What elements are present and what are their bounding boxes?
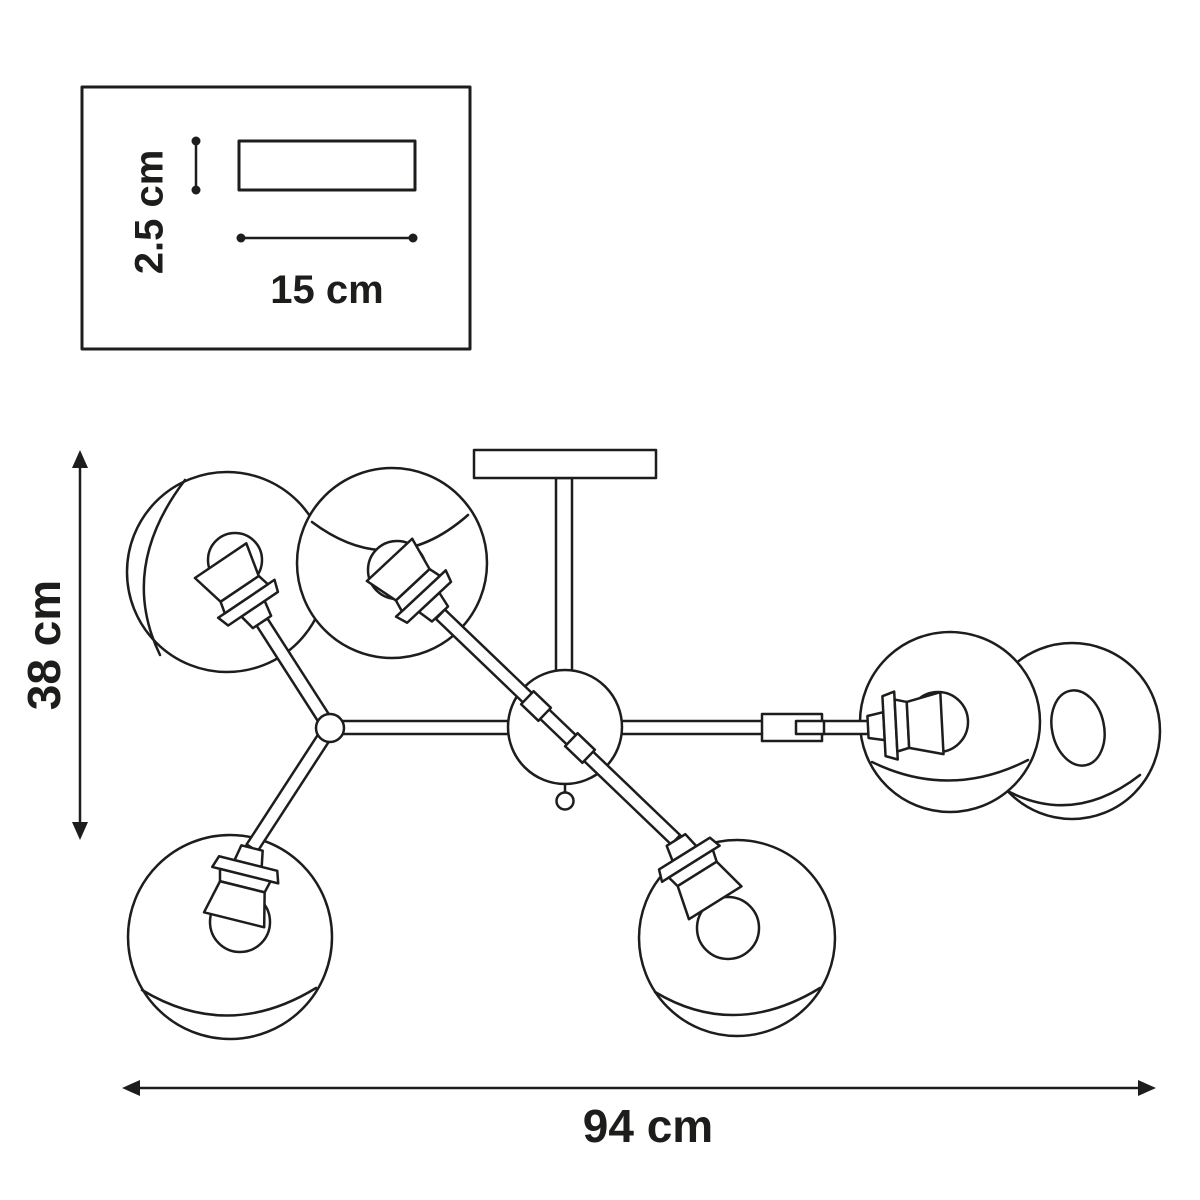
ceiling-plate [472,448,658,480]
arm-coupling-detail [794,719,826,736]
bulb [695,895,761,961]
arrowhead-left [122,1080,140,1096]
inset-width-label: 15 cm [270,268,383,312]
dim-dot [191,185,201,195]
overall-width-label: 94 cm [583,1100,713,1152]
arrowhead-up [72,450,88,468]
rod-clamp [563,731,597,765]
rod-clamp [519,689,553,723]
mounting [472,448,658,680]
dim-dot [236,233,246,243]
overall-height-dimension: 38 cm [18,450,88,840]
globe-opening-rim [653,986,822,1017]
arm-right [613,719,872,736]
finial [555,782,575,811]
globe-opening-rim [870,758,1030,782]
globe-opening-rim [140,986,318,1017]
arrowhead-right [1138,1080,1156,1096]
overall-width-dimension: 94 cm [122,1080,1156,1152]
inset-height-label: 2.5 cm [128,150,172,275]
y-junction [314,712,346,744]
dim-dot [408,233,418,243]
stem [554,476,574,680]
arm-y-lower [245,723,337,853]
globe-opening-rim [142,478,187,657]
mount-plate-rect [237,139,417,192]
mount-plate-inset: 2.5 cm 15 cm [80,85,472,351]
overall-height-label: 38 cm [18,580,70,710]
inset-frame [80,85,472,351]
arrowhead-down [72,822,88,840]
globe-opening-rim [1000,773,1142,807]
globe-opening [1050,689,1106,767]
arm-left [336,719,520,736]
dim-dot [191,136,201,146]
